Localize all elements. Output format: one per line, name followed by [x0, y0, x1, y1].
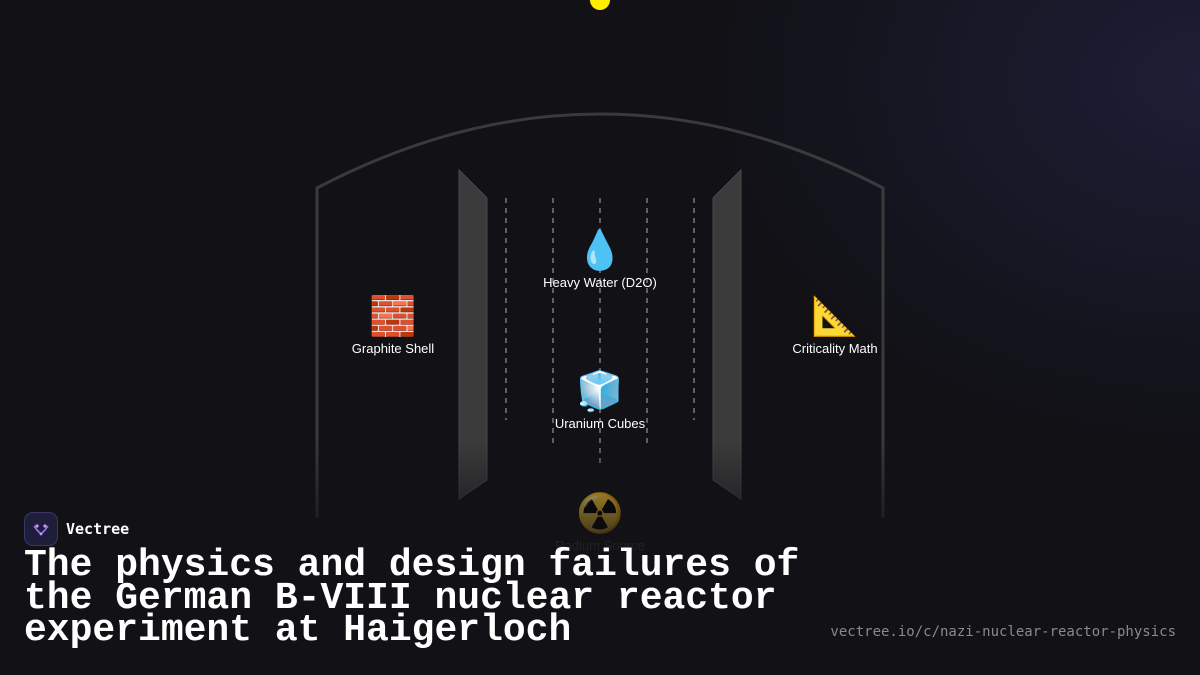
node-uranium-cubes: 🧊 Uranium Cubes	[520, 369, 680, 431]
brick-wall-icon: 🧱	[369, 296, 417, 338]
brand-name: Vectree	[66, 520, 130, 538]
node-graphite-shell: 🧱 Graphite Shell	[313, 294, 473, 356]
brand: Vectree	[24, 512, 129, 546]
right-moderator-plate	[712, 168, 742, 500]
radioactive-icon: ☢️	[576, 493, 624, 535]
node-label: Graphite Shell	[351, 341, 435, 356]
node-criticality-math: 📐 Criticality Math	[755, 294, 915, 356]
node-heavy-water: 💧 Heavy Water (D2O)	[520, 228, 680, 290]
page-title: The physics and design failures of the G…	[24, 544, 800, 652]
neutron-particle	[590, 0, 610, 10]
vectree-logo-icon	[24, 512, 58, 546]
ice-cube-icon: 🧊	[576, 371, 624, 413]
vessel-outline	[315, 112, 885, 518]
water-droplet-icon: 💧	[576, 230, 624, 272]
node-label: Criticality Math	[792, 341, 878, 356]
source-url[interactable]: vectree.io/c/nazi-nuclear-reactor-physic…	[830, 624, 1176, 640]
node-label: Uranium Cubes	[554, 416, 646, 431]
triangular-ruler-icon: 📐	[811, 296, 859, 338]
node-label: Heavy Water (D2O)	[543, 275, 657, 290]
